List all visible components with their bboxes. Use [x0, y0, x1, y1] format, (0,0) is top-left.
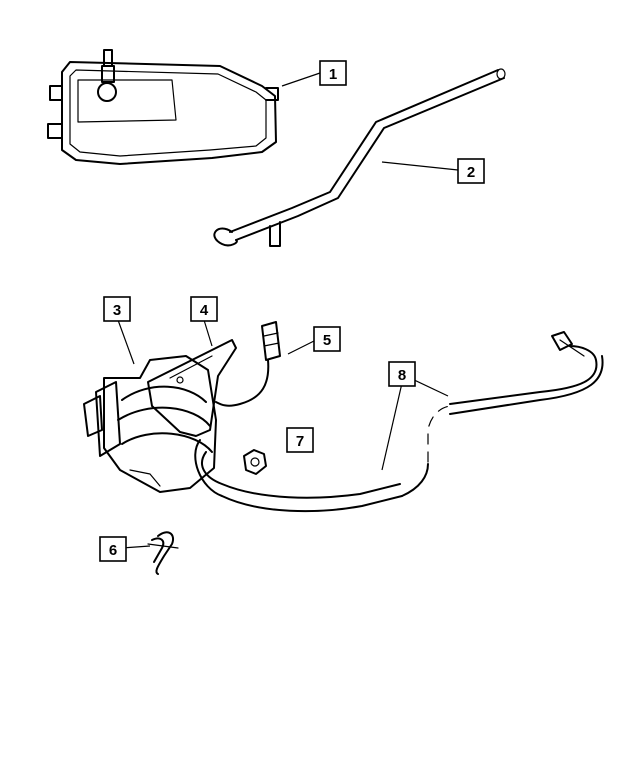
callout-label-5: 5 [323, 332, 331, 349]
callout-6: 6 [99, 536, 127, 562]
tube-icon [213, 68, 506, 247]
callout-label-1: 1 [329, 66, 337, 83]
reservoir-icon [47, 49, 279, 165]
callout-2: 2 [457, 158, 485, 184]
connector-icon [215, 321, 281, 407]
callout-4: 4 [190, 296, 218, 322]
callout-label-6: 6 [109, 542, 117, 559]
callout-label-8: 8 [398, 367, 406, 384]
callout-label-4: 4 [200, 302, 209, 319]
actuator-icon [83, 355, 217, 493]
callout-label-7: 7 [296, 433, 304, 450]
leader-lines [117, 72, 459, 549]
nut-icon [243, 449, 267, 475]
hose-icon [194, 331, 604, 513]
callout-label-2: 2 [467, 164, 475, 181]
callout-label-3: 3 [113, 302, 121, 319]
callout-5: 5 [313, 326, 341, 352]
clip-icon [147, 531, 179, 575]
callout-3: 3 [103, 296, 131, 322]
callout-7: 7 [286, 427, 314, 453]
callout-8: 8 [388, 361, 416, 387]
callout-1: 1 [319, 60, 347, 86]
bracket-icon [147, 339, 237, 437]
